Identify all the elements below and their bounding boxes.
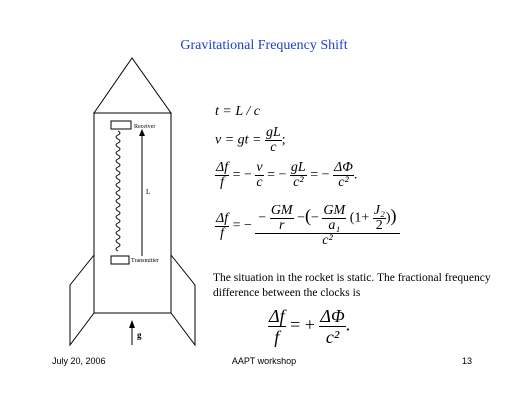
fraction-numerator: ΔΦ (333, 160, 354, 176)
fraction-denominator: c² (325, 327, 340, 347)
gravity-arrowhead (129, 320, 135, 328)
length-label: L (146, 188, 150, 196)
signal-wave (115, 130, 121, 252)
fraction-numerator: Δf (268, 306, 286, 327)
equation-result: Δf f = + ΔΦ c² . (268, 306, 351, 347)
fraction-numerator: GM (269, 203, 294, 219)
fraction-denominator: c (270, 140, 277, 155)
fraction-numerator: ΔΦ (319, 306, 346, 327)
fraction: Δf f (215, 160, 230, 190)
equation-time: t = L / c (215, 104, 260, 119)
fraction-denominator: a₁ (328, 218, 341, 233)
fraction: J₂ 2 (372, 203, 386, 233)
footer-center: AAPT workshop (231, 356, 297, 366)
fraction-numerator: J₂ (372, 203, 386, 219)
equation-velocity: v = gt = gL c ; (215, 125, 286, 155)
fraction: ΔΦ c² (333, 161, 354, 190)
fraction-numerator: v (255, 160, 264, 176)
fraction-denominator: f (220, 175, 224, 190)
transmitter-label: Transmitter (131, 258, 159, 264)
fraction-denominator: c² (293, 175, 304, 190)
slide-number: 13 (462, 356, 473, 366)
fraction-numerator: Δf (215, 210, 230, 227)
gravity-label: g (137, 330, 142, 340)
body-paragraph: The situation in the rocket is static. T… (213, 272, 491, 299)
rocket-diagram: Receiver Transmitter L g (69, 57, 196, 347)
fraction: v c (255, 160, 264, 190)
fraction: gL c (265, 126, 282, 155)
receiver-box (110, 120, 132, 130)
equation-velocity-lhs: v = gt = (215, 132, 262, 148)
fraction-denominator: r (278, 218, 285, 233)
fraction-numerator: gL (289, 160, 307, 176)
big-fraction-numerator: − GM r −(− GM a₁ (1+ J₂ 2 )) (255, 203, 400, 234)
fraction-numerator: gL (265, 125, 282, 141)
fraction-denominator: 2 (375, 218, 383, 233)
fraction-denominator: c² (338, 175, 349, 190)
fraction: GM r (269, 203, 294, 233)
fraction: gL c² (289, 160, 307, 190)
length-arrowhead (139, 129, 145, 136)
rocket-right-fin (170, 254, 196, 347)
rocket-left-fin (69, 254, 95, 347)
transmitter-box (110, 255, 130, 265)
fraction-numerator: Δf (215, 160, 230, 176)
fraction: Δf f (268, 306, 286, 347)
equation-potential: Δf f = − − GM r −(− GM a₁ (1+ J₂ 2 )) c² (215, 204, 400, 248)
big-fraction: − GM r −(− GM a₁ (1+ J₂ 2 )) c² (255, 203, 400, 248)
fraction: Δf f (215, 210, 230, 241)
rocket-nose-cone (93, 57, 172, 114)
equation-shift: Δf f = − v c = − gL c² = − ΔΦ c² . (215, 160, 358, 190)
footer-date: July 20, 2006 (52, 356, 106, 366)
slide-title: Gravitational Frequency Shift (180, 38, 348, 53)
fraction-denominator: c (256, 175, 263, 190)
rocket-body (93, 112, 172, 314)
receiver-label: Receiver (134, 124, 155, 130)
fraction-denominator: f (274, 327, 280, 347)
fraction: GM a₁ (322, 203, 347, 233)
big-fraction-denominator: c² (322, 233, 333, 248)
fraction: ΔΦ c² (319, 306, 346, 347)
fraction-denominator: f (220, 225, 224, 241)
fraction-numerator: GM (322, 203, 347, 219)
